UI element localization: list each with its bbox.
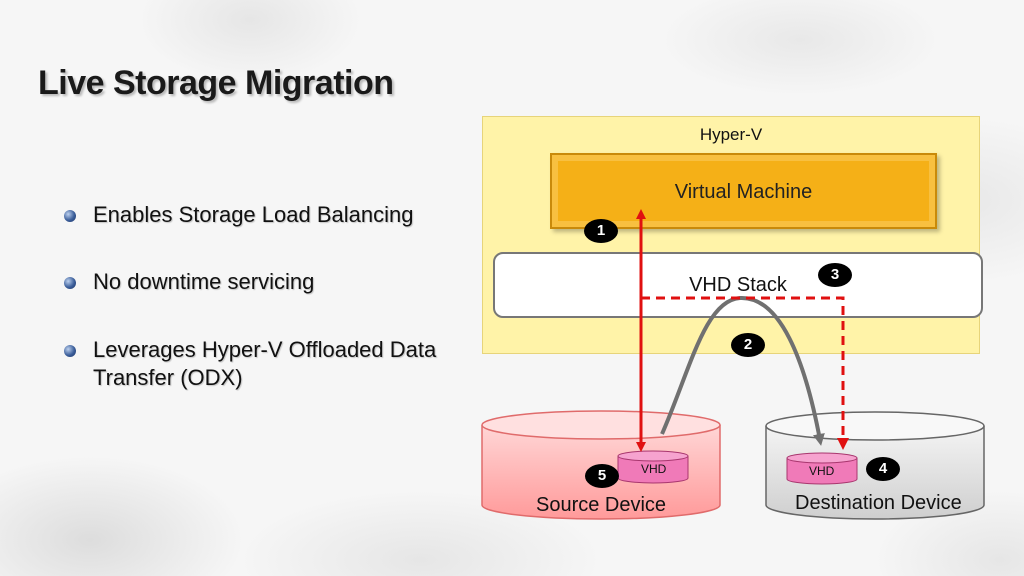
vhd-stack-box [493,252,983,318]
bullet-item: Enables Storage Load Balancing [62,201,413,229]
step-badge-5: 5 [585,464,619,488]
step-badge-4: 4 [866,457,900,481]
hyperv-label: Hyper-V [699,125,763,144]
virtual-machine-box [550,153,937,229]
source-device-label: Source Device [536,494,667,516]
step-badge-2: 2 [731,333,765,357]
source-vhd-label: VHD [641,462,667,476]
destination-vhd-label: VHD [809,464,835,478]
bullet-text: Leverages Hyper-V Offloaded Data Transfe… [93,337,437,390]
step-badge-3: 3 [818,263,852,287]
slide-title: Live Storage Migration [38,64,394,102]
bullet-icon [64,345,76,357]
destination-device-label: Destination Device [795,492,962,514]
bullet-text: No downtime servicing [93,269,315,294]
bullet-icon [64,277,76,289]
step-badge-1: 1 [584,219,618,243]
virtual-machine-label: Virtual Machine [674,181,813,203]
destination-vhd-cylinder [786,452,858,485]
bullet-item: No downtime servicing [62,268,314,296]
vhd-stack-label: VHD Stack [689,274,787,296]
bullet-item: Leverages Hyper-V Offloaded Data Transfe… [62,336,493,392]
bullet-icon [64,210,76,222]
source-vhd-cylinder [617,450,689,484]
bullet-text: Enables Storage Load Balancing [93,202,414,227]
mirror-arrow [641,296,849,450]
